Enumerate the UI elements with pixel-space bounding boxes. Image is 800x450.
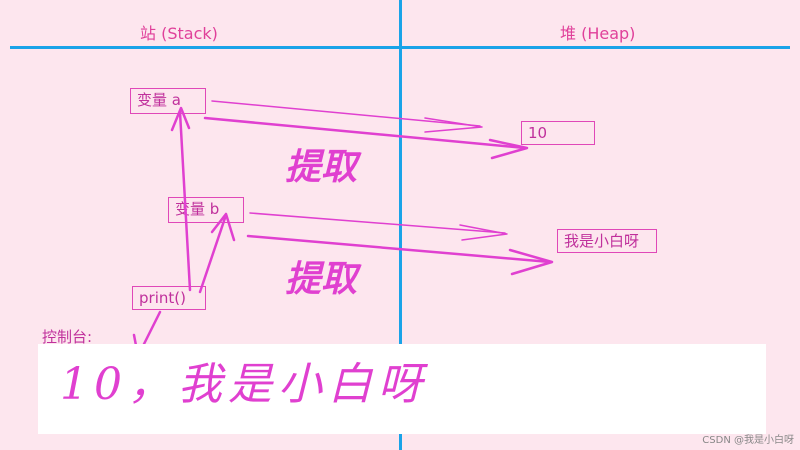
stack-header: 站 (Stack)	[140, 24, 218, 43]
heap-value-string-box: 我是小白呀	[557, 229, 657, 253]
print-to-b-arrow	[198, 216, 227, 294]
print-to-a-arrowhead	[170, 106, 191, 132]
heap-header: 堆 (Heap)	[560, 24, 636, 43]
ref-arrowhead-b	[459, 224, 508, 241]
console-output: 10，我是小白呀	[60, 359, 428, 410]
console-panel	[38, 344, 766, 434]
print-to-a-arrow	[178, 110, 192, 292]
extract-arrowhead-a	[488, 138, 529, 160]
console-label: 控制台:	[42, 328, 93, 346]
extract-annotation-2: 提取	[285, 258, 358, 300]
watermark: CSDN @我是小白呀	[702, 435, 794, 446]
ref-arrow-b	[249, 212, 506, 234]
ref-arrowhead-a	[424, 117, 483, 133]
extract-arrowhead-b	[508, 248, 554, 276]
extract-annotation-1: 提取	[285, 146, 358, 188]
heap-value-10-box: 10	[521, 121, 595, 145]
variable-a-box: 变量 a	[130, 88, 206, 114]
extract-arrow-a	[203, 116, 527, 150]
print-to-b-arrowhead	[210, 212, 236, 242]
ref-arrow-a	[211, 100, 481, 127]
extract-arrow-b	[246, 234, 552, 264]
print-call-box: print()	[132, 286, 206, 310]
